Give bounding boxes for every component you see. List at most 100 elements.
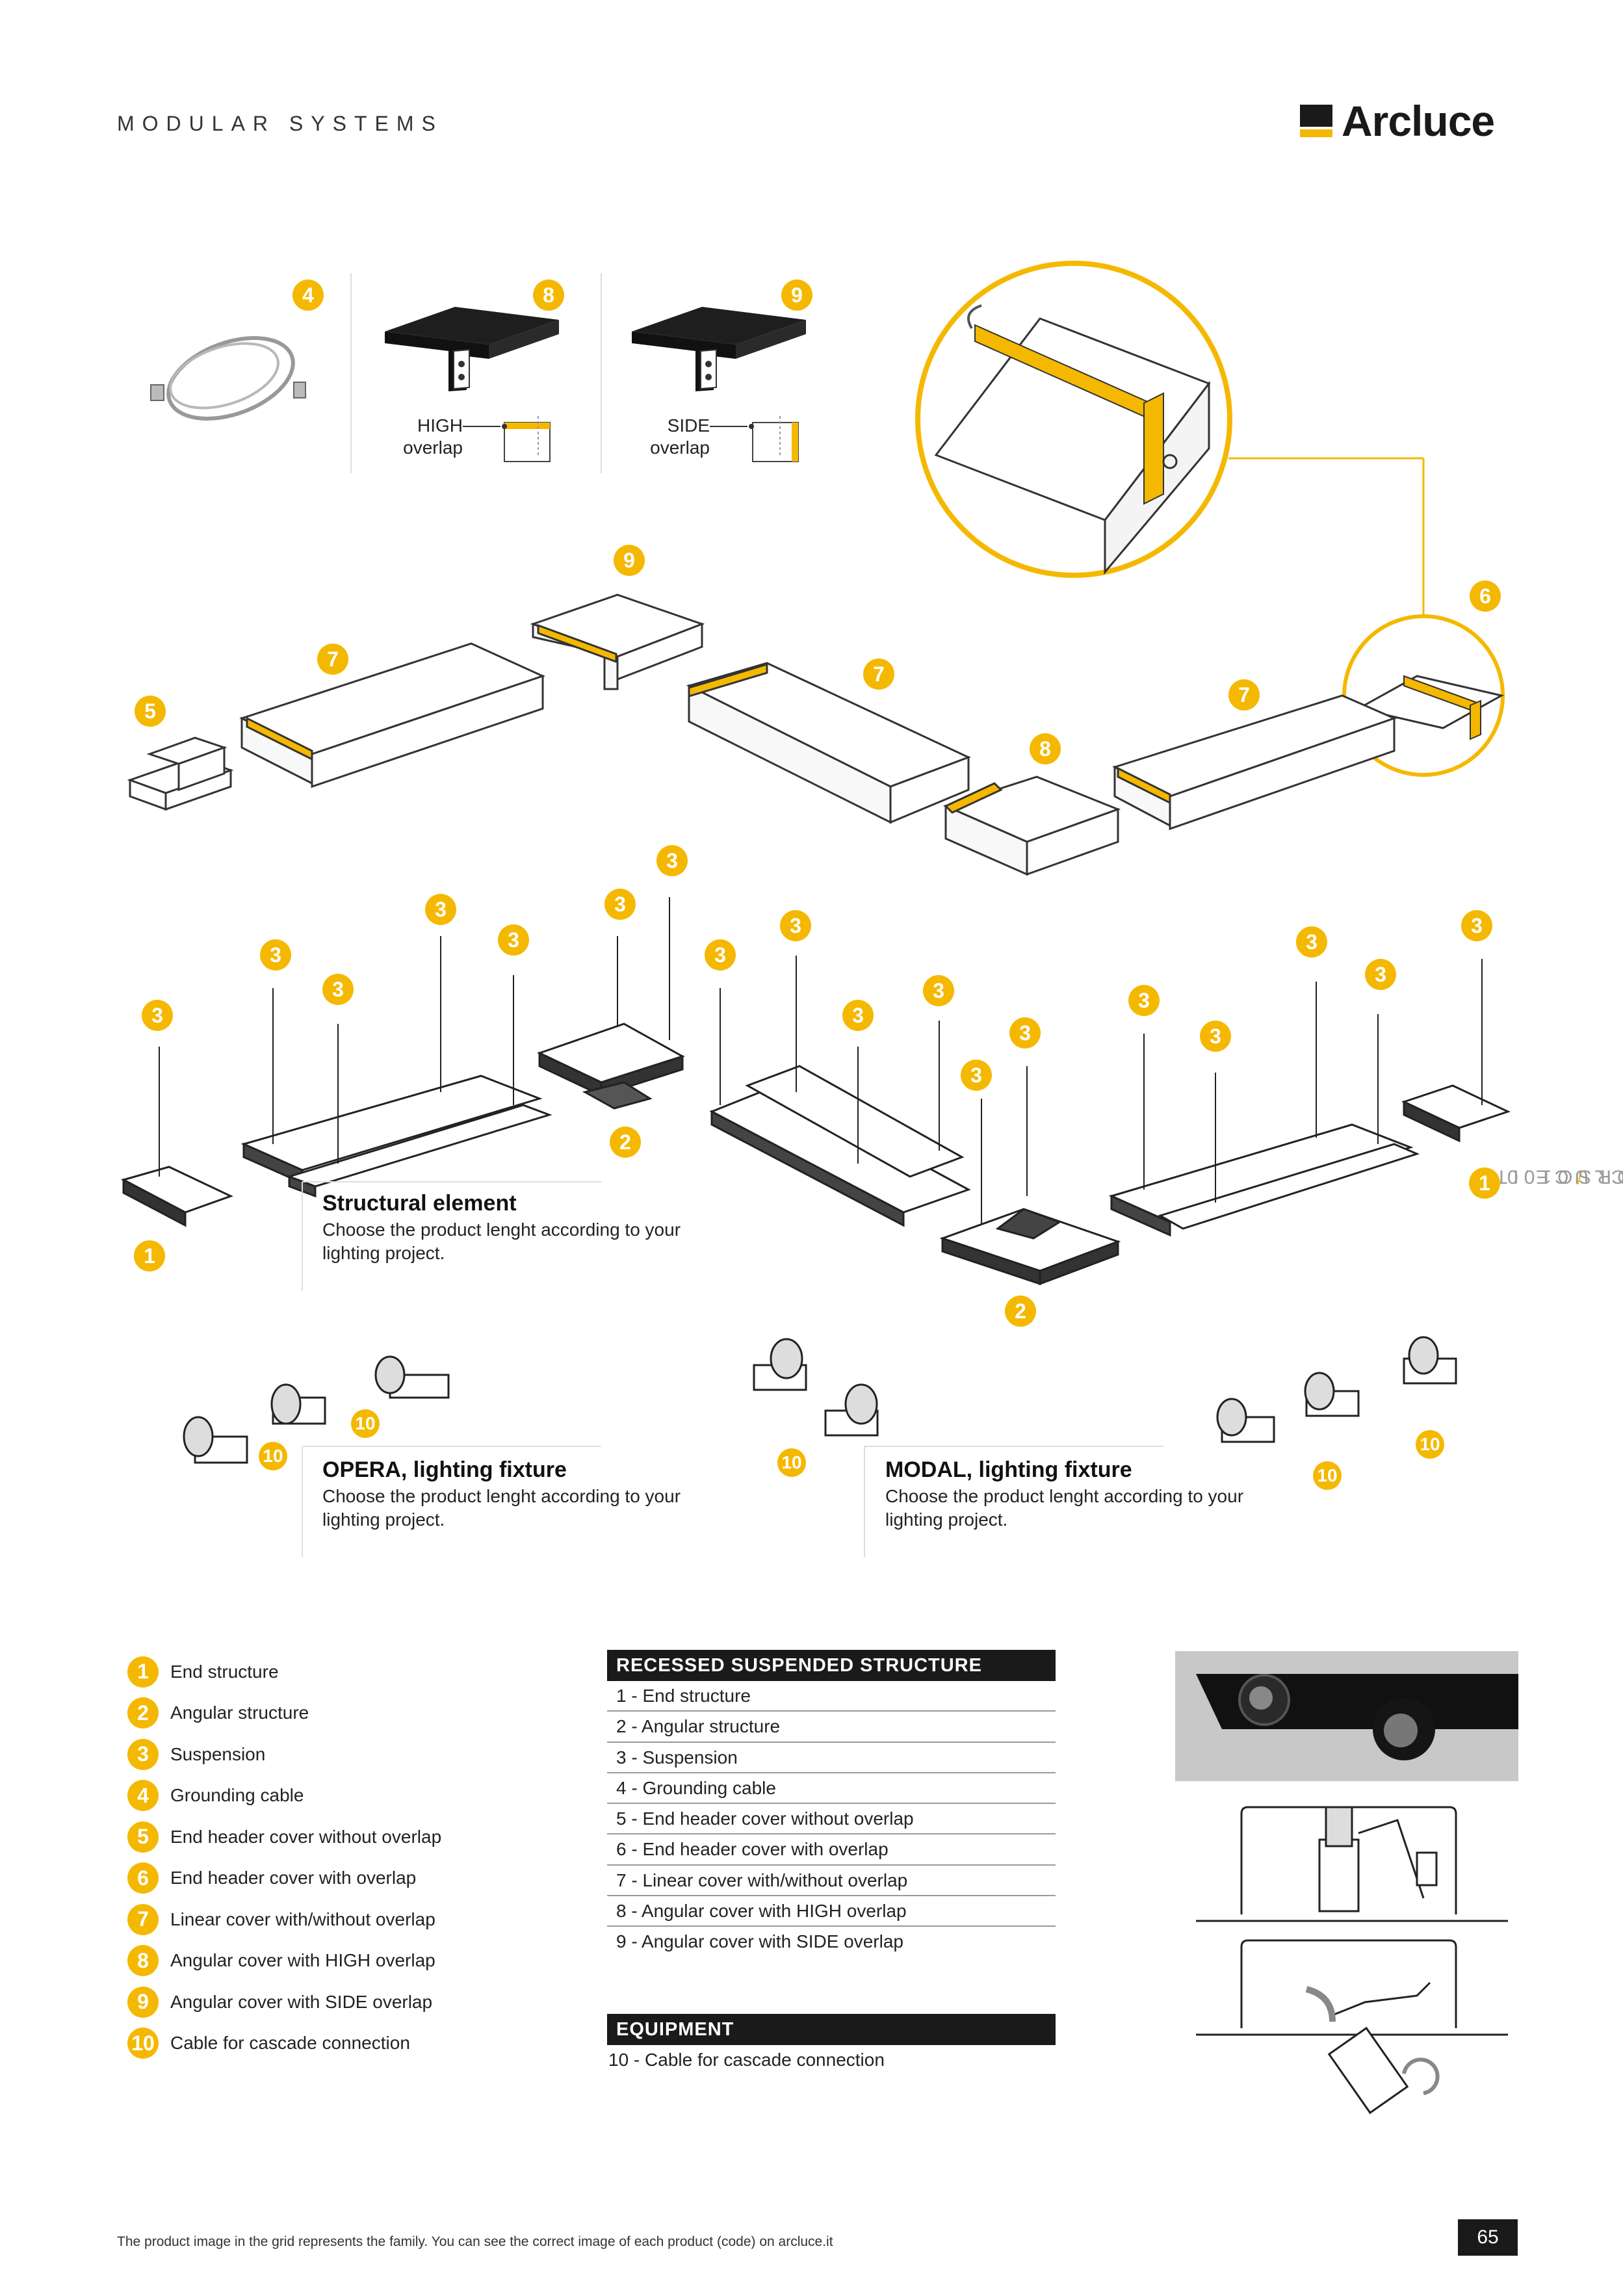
- modal-caption-title: MODAL, lighting fixture: [885, 1457, 1132, 1482]
- legend-item: 9 Angular cover with SIDE overlap: [127, 1981, 441, 2023]
- detail-zoom-drawing: [915, 261, 1505, 777]
- legend-number: 6: [127, 1862, 159, 1894]
- table-row: 9 - Angular cover with SIDE overlap: [616, 1931, 903, 1952]
- legend-number: 5: [127, 1821, 159, 1853]
- legend-item: 4 Grounding cable: [127, 1775, 441, 1817]
- footer-note: The product image in the grid represents…: [117, 2234, 833, 2249]
- legend-label: End structure: [170, 1661, 279, 1682]
- legend-label: End header cover with overlap: [170, 1868, 417, 1888]
- callout-badge: 3: [604, 889, 636, 920]
- callout-badge: 3: [656, 845, 688, 876]
- callout-badge: 7: [1228, 679, 1260, 711]
- legend-label: Cable for cascade connection: [170, 2033, 410, 2054]
- callout-badge: 10: [259, 1442, 287, 1470]
- callout-badge: 3: [322, 974, 354, 1005]
- callout-badge: 3: [1461, 910, 1492, 941]
- legend-number: 10: [127, 2028, 159, 2059]
- legend-label: Linear cover with/without overlap: [170, 1909, 435, 1929]
- table-row: 7 - Linear cover with/without overlap: [607, 1866, 1056, 1897]
- table-row: 8 - Angular cover with HIGH overlap: [607, 1896, 1056, 1927]
- legend-number: 9: [127, 1986, 159, 2018]
- callout-badge: 3: [1296, 926, 1327, 958]
- callout-badge: 9: [781, 280, 812, 311]
- legend-number: 1: [127, 1656, 159, 1688]
- callout-badge: 3: [425, 894, 456, 925]
- legend-item: 3 Suspension: [127, 1734, 441, 1775]
- callout-badge: 3: [1009, 1017, 1041, 1049]
- structure-table: RECESSED SUSPENDED STRUCTURE 1 - End str…: [607, 1650, 1056, 1958]
- callout-badge: 3: [1128, 985, 1160, 1016]
- grounding-cable-drawing: [150, 336, 306, 421]
- opera-caption-body: Choose the product lenght according to y…: [322, 1486, 681, 1530]
- legend-item: 1 End structure: [127, 1651, 441, 1693]
- legend-number: 2: [127, 1697, 159, 1729]
- covers-row-drawing: [127, 594, 1397, 876]
- high-overlap-label: HIGH overlap: [403, 415, 463, 458]
- legend-item: 7 Linear cover with/without overlap: [127, 1899, 441, 1940]
- page-number: 65: [1458, 2219, 1518, 2256]
- legend-number: 4: [127, 1780, 159, 1812]
- legend-number: 3: [127, 1738, 159, 1770]
- callout-badge: 3: [260, 939, 291, 971]
- legend-item: 6 End header cover with overlap: [127, 1858, 441, 1899]
- angular-cover-side-drawing: [632, 307, 806, 462]
- table-row: 1 - End structure: [607, 1681, 1056, 1712]
- callout-badge: 5: [135, 696, 166, 727]
- logo-mark-icon: [1300, 105, 1332, 137]
- callout-badge: 1: [134, 1240, 165, 1272]
- legend-item: 10 Cable for cascade connection: [127, 2023, 441, 2065]
- table-row: 3 - Suspension: [607, 1743, 1056, 1773]
- table-row: 10 - Cable for cascade connection: [608, 2050, 885, 2070]
- table-row: 6 - End header cover with overlap: [607, 1834, 1056, 1866]
- callout-badge: 6: [1470, 581, 1501, 612]
- angular-cover-high-drawing: [385, 307, 559, 462]
- modal-fixtures-drawing: [753, 1336, 1457, 1443]
- callout-badge: 10: [1416, 1430, 1444, 1459]
- callout-badge: 3: [1365, 959, 1396, 990]
- callout-badge: 4: [292, 280, 324, 311]
- callout-badge: 3: [498, 924, 529, 956]
- opera-fixtures-drawing: [183, 1355, 450, 1464]
- callout-badge: 9: [614, 545, 645, 576]
- callout-badge: 3: [842, 1000, 874, 1031]
- legend-number: 7: [127, 1903, 159, 1935]
- callout-badge: 3: [923, 975, 954, 1006]
- opera-caption-title: OPERA, lighting fixture: [322, 1457, 567, 1482]
- callout-badge: 3: [961, 1060, 992, 1091]
- callout-badge: 1: [1469, 1168, 1500, 1199]
- callout-badge: 10: [1313, 1461, 1342, 1490]
- legend-label: Grounding cable: [170, 1785, 304, 1806]
- table-row: 2 - Angular structure: [607, 1712, 1056, 1743]
- legend-label: Suspension: [170, 1743, 266, 1764]
- modal-caption-body: Choose the product lenght according to y…: [885, 1486, 1244, 1530]
- structures-row-drawing: [120, 897, 1511, 1286]
- legend-item: 5 End header cover without overlap: [127, 1816, 441, 1858]
- structural-caption-title: Structural element: [322, 1191, 517, 1216]
- callout-badge: 10: [351, 1409, 380, 1438]
- callout-badge: 10: [777, 1448, 806, 1477]
- callout-badge: 8: [533, 280, 564, 311]
- structural-caption-body: Choose the product lenght according to y…: [322, 1220, 681, 1263]
- legend-item: 2 Angular structure: [127, 1693, 441, 1734]
- callout-badge: 3: [142, 1000, 173, 1031]
- callout-badge: 3: [705, 939, 736, 971]
- callout-badge: 7: [863, 659, 894, 690]
- section-title: MODULAR SYSTEMS: [117, 112, 443, 135]
- brand-name: Arcluce: [1342, 97, 1495, 145]
- callout-badge: 3: [780, 910, 811, 941]
- structure-table-title: RECESSED SUSPENDED STRUCTURE: [607, 1650, 1056, 1681]
- equipment-table: EQUIPMENT 10 - Cable for cascade connect…: [607, 2014, 1056, 2076]
- legend-number: 8: [127, 1945, 159, 1977]
- legend-label: End header cover without overlap: [170, 1826, 442, 1847]
- callout-badge: 2: [610, 1127, 641, 1158]
- side-overlap-label: SIDE overlap: [650, 415, 710, 458]
- callout-badge: 7: [317, 644, 348, 675]
- legend-label: Angular structure: [170, 1702, 309, 1723]
- brand-logo: Arcluce: [1300, 96, 1495, 146]
- legend-label: Angular cover with SIDE overlap: [170, 1991, 433, 2012]
- table-row: 4 - Grounding cable: [607, 1773, 1056, 1805]
- legend-item: 8 Angular cover with HIGH overlap: [127, 1940, 441, 1982]
- legend-label: Angular cover with HIGH overlap: [170, 1950, 435, 1971]
- equipment-table-title: EQUIPMENT: [607, 2014, 1056, 2045]
